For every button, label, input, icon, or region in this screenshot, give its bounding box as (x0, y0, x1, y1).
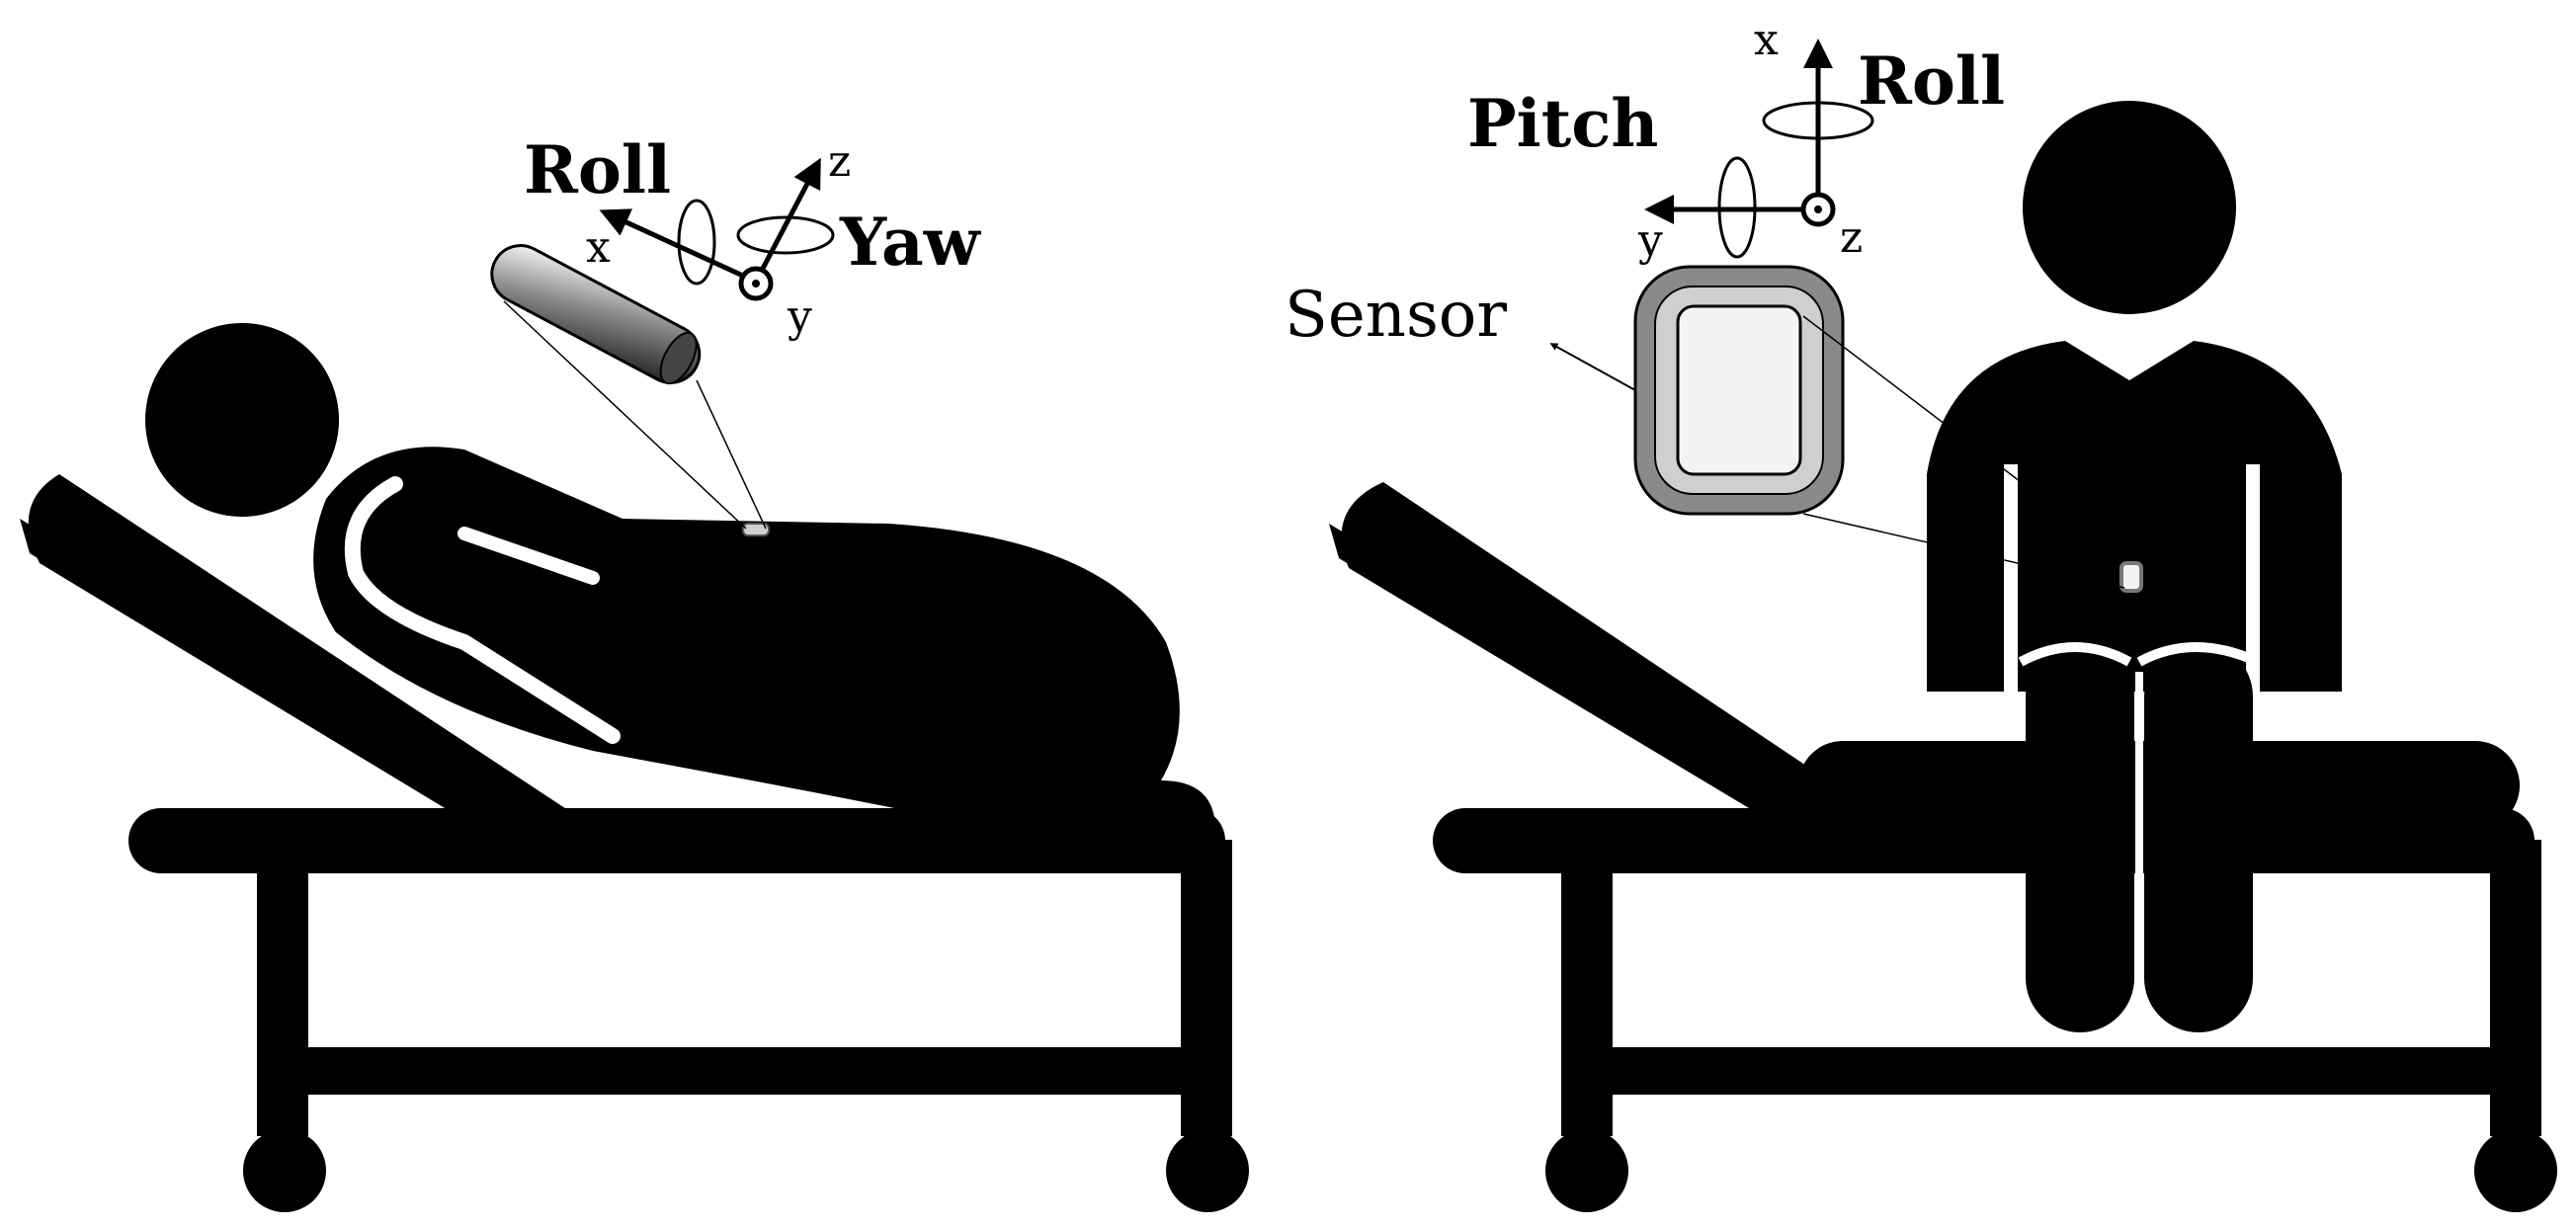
left-axes: Roll Yaw x z y (524, 131, 982, 342)
right-bed-platform (1433, 808, 2534, 873)
right-bed-wheel (2474, 1129, 2557, 1212)
left-bed-platform (128, 808, 1225, 873)
right-sensor-label: Sensor (1285, 279, 1507, 352)
right-patient-torso (1927, 341, 2342, 692)
left-bed (20, 474, 1249, 1212)
left-x-axis-label: x (586, 222, 611, 273)
right-z-axis-label: z (1840, 212, 1863, 263)
left-bed-backrest (28, 474, 583, 820)
left-yaw-label: Yaw (839, 204, 982, 281)
right-panel: Sensor Pitch Roll x y z (1285, 15, 2557, 1212)
left-patient (145, 323, 1216, 830)
right-bed (1329, 482, 2557, 1212)
right-bed-backrest (1341, 482, 1887, 820)
left-z-axis-label: z (828, 136, 851, 187)
right-x-axis-label: x (1754, 15, 1779, 65)
left-sensor-zoom (490, 244, 767, 530)
right-roll-rotation-arrow (1762, 101, 1874, 140)
left-patient-body (313, 447, 1216, 830)
left-panel: Roll Yaw x z y (20, 131, 1249, 1212)
left-yaw-rotation-arrow (736, 215, 835, 255)
left-roll-label: Roll (524, 131, 671, 208)
right-roll-label: Roll (1858, 42, 2005, 120)
right-axes: Pitch Roll x y z (1467, 15, 2005, 266)
right-pitch-rotation-arrow (1717, 156, 1757, 259)
left-bed-wheel (243, 1129, 326, 1212)
right-y-axis-label: y (1637, 215, 1663, 266)
left-patient-head (145, 323, 339, 517)
right-patient (1927, 101, 2342, 1032)
right-sensor-zoom: Sensor (1285, 265, 2125, 589)
left-y-axis-label: y (787, 291, 812, 342)
right-sensor-inner (1676, 304, 1802, 476)
right-patient-head (2023, 101, 2236, 314)
left-bed-wheel (1166, 1129, 1249, 1212)
right-bed-wheel (1545, 1129, 1628, 1212)
right-pitch-label: Pitch (1467, 85, 1658, 162)
left-roll-rotation-arrow (677, 199, 716, 286)
